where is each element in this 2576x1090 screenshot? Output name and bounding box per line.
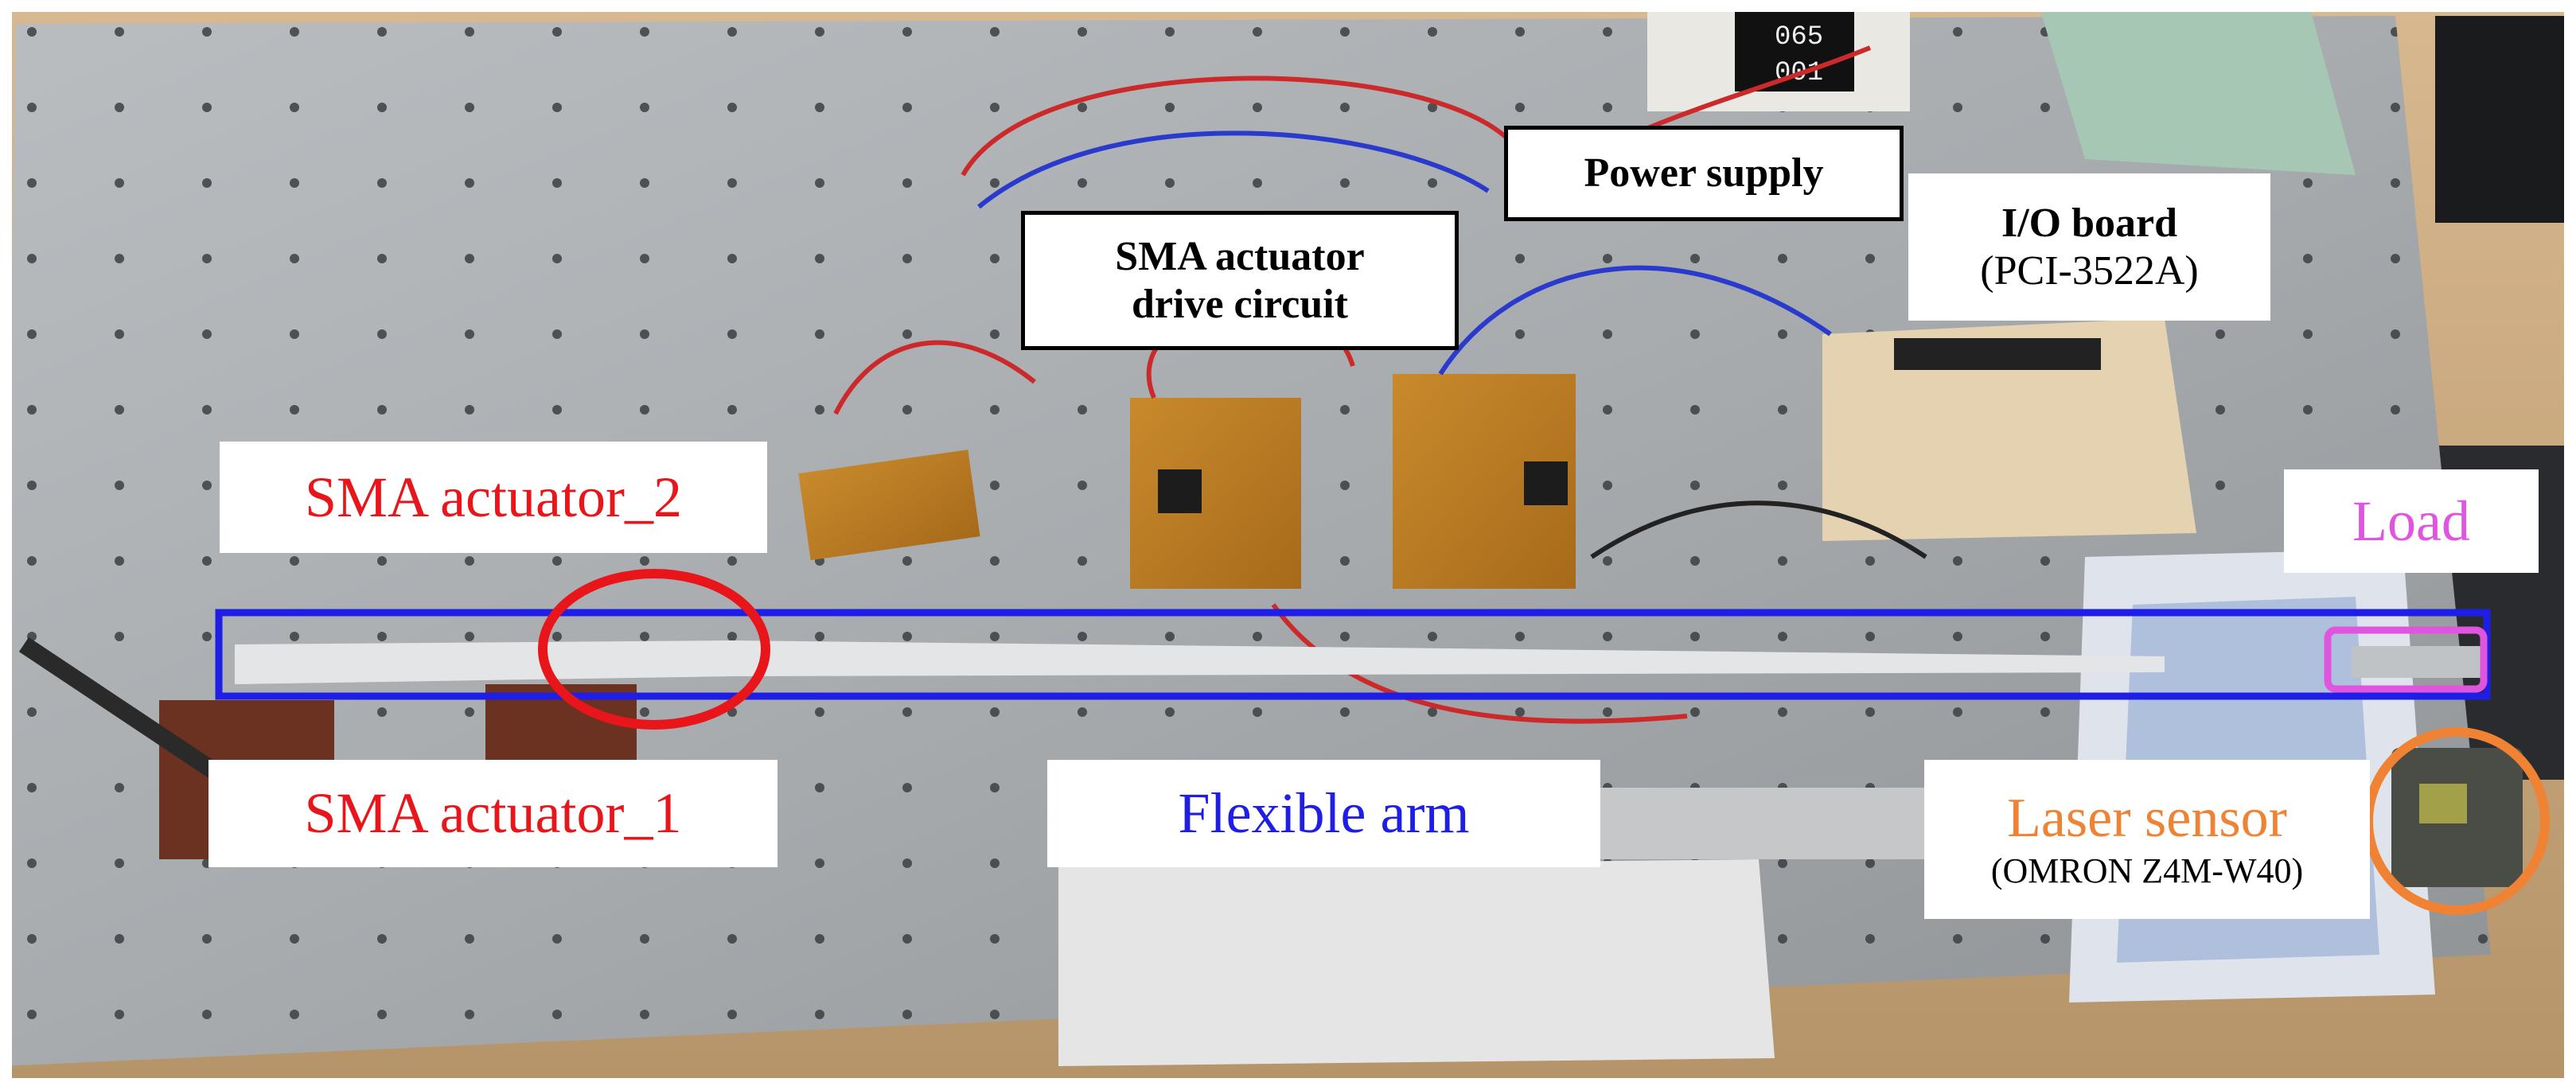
io-board-label: I/O board (PCI-3522A) bbox=[1908, 173, 2270, 321]
ribbon-cable bbox=[2037, 0, 2356, 175]
laser-sensor-label: Laser sensor (OMRON Z4M-W40) bbox=[1924, 760, 2370, 919]
base-plate bbox=[1058, 859, 1775, 1066]
laser-sensor-text-line2: (OMRON Z4M-W40) bbox=[1990, 851, 2304, 890]
sma-actuator-1-label: SMA actuator_1 bbox=[208, 760, 777, 867]
monitor bbox=[2435, 16, 2576, 223]
load-label: Load bbox=[2284, 469, 2539, 573]
small-perfboard bbox=[798, 450, 980, 561]
io-board bbox=[1822, 318, 2196, 541]
flexible-arm-label: Flexible arm bbox=[1047, 760, 1600, 867]
io-board-connector bbox=[1894, 338, 2101, 370]
laser-sensor-text-line1: Laser sensor bbox=[2007, 788, 2287, 850]
load-highlight-box bbox=[2324, 626, 2488, 693]
drive-circuit-board-1 bbox=[1130, 398, 1301, 589]
flexible-arm-beam bbox=[235, 640, 2165, 684]
clamp-rod bbox=[18, 636, 220, 780]
sma-actuator-2-highlight-ellipse bbox=[538, 569, 770, 730]
power-supply-display bbox=[1735, 12, 1854, 91]
flexible-arm-text: Flexible arm bbox=[1178, 781, 1470, 846]
io-board-text-line1: I/O board bbox=[2001, 200, 2178, 246]
drive-circuit-text-line2: drive circuit bbox=[1132, 281, 1348, 327]
display-top-readout: 065 bbox=[1775, 22, 1823, 53]
load-mass bbox=[2352, 646, 2483, 678]
drive-circuit-label: SMA actuator drive circuit bbox=[1021, 211, 1459, 350]
heatsink-2 bbox=[1524, 461, 1568, 505]
heatsink-1 bbox=[1158, 469, 1202, 513]
drive-circuit-text-line1: SMA actuator bbox=[1115, 233, 1365, 279]
sma-actuator-2-text: SMA actuator_2 bbox=[305, 465, 682, 529]
power-supply-label: Power supply bbox=[1504, 126, 1904, 221]
io-board-text-line2: (PCI-3522A) bbox=[1980, 247, 2199, 294]
sma-actuator-2-label: SMA actuator_2 bbox=[220, 442, 767, 553]
power-supply-text: Power supply bbox=[1584, 150, 1824, 197]
laser-sensor-lens bbox=[2419, 784, 2467, 823]
sma-actuator-1-text: SMA actuator_1 bbox=[304, 781, 682, 846]
load-text: Load bbox=[2352, 489, 2470, 553]
